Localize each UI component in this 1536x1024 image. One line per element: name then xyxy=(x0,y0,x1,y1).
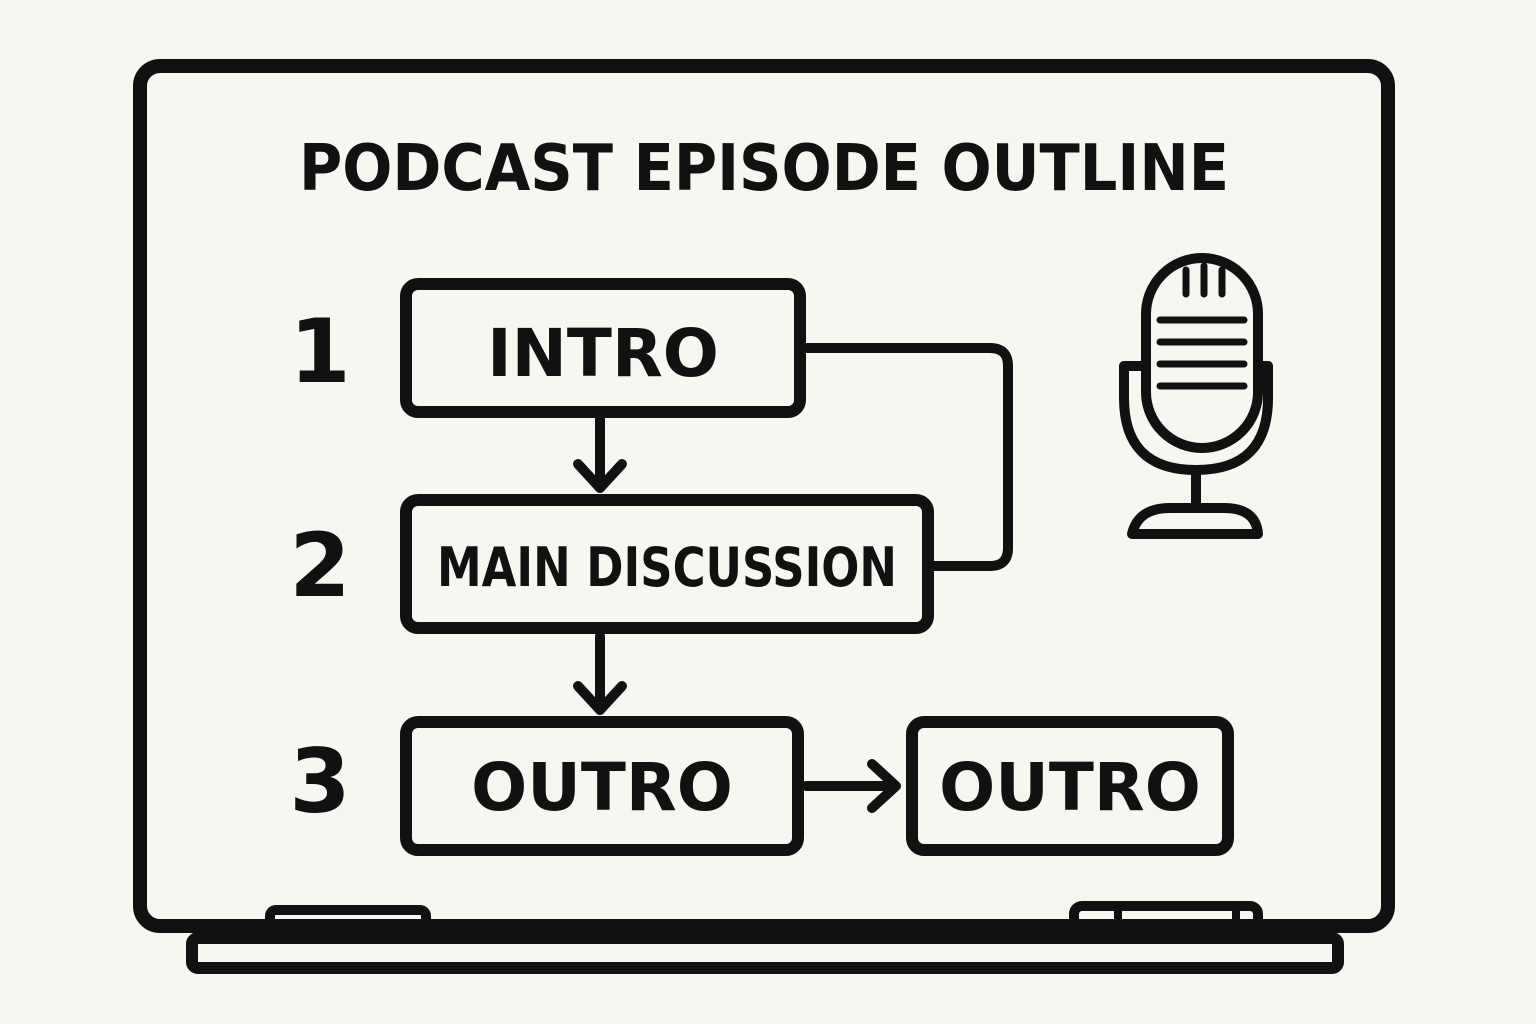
arrow-main-to-outro xyxy=(573,631,627,715)
step-box-intro: INTRO xyxy=(400,278,806,418)
step-label-outro: OUTRO xyxy=(471,749,733,826)
step-label-main-discussion: MAIN DISCUSSION xyxy=(437,536,897,599)
extra-box-outro: OUTRO xyxy=(906,716,1234,856)
board-title: PODCAST EPISODE OUTLINE xyxy=(299,132,1229,206)
extra-box-label: OUTRO xyxy=(939,749,1201,826)
eraser-icon xyxy=(265,905,431,941)
whiteboard-frame xyxy=(133,59,1395,974)
microphone-icon xyxy=(1119,253,1273,539)
step-label-intro: INTRO xyxy=(487,315,719,392)
arrow-intro-to-main xyxy=(573,413,627,493)
step-box-main-discussion: MAIN DISCUSSION xyxy=(400,494,934,634)
step-box-outro: OUTRO xyxy=(400,716,804,856)
step-number-1: 1 xyxy=(289,300,350,403)
step-number-2: 2 xyxy=(289,514,350,617)
marker-icon xyxy=(1069,901,1263,941)
arrow-outro-to-outro xyxy=(801,759,901,813)
step-number-3: 3 xyxy=(289,730,350,833)
connector-intro-to-main-loop xyxy=(801,343,1013,571)
